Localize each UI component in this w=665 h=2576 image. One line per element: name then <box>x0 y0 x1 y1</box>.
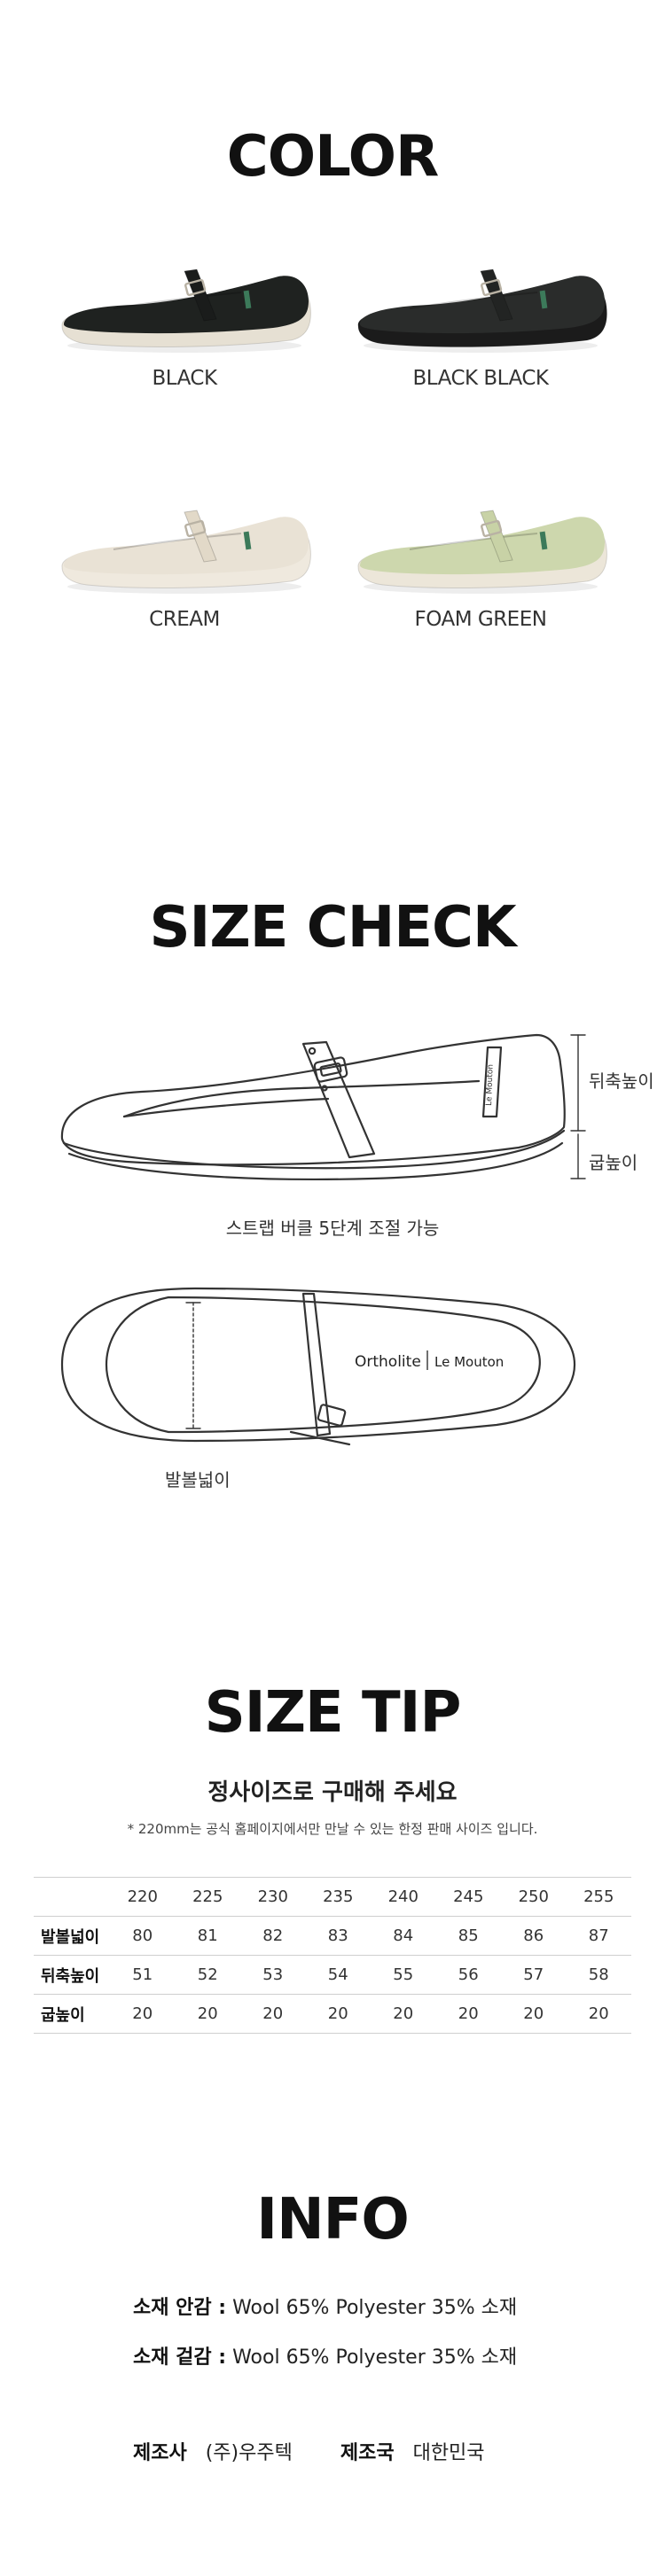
table-cell: 20 <box>110 1994 176 2034</box>
shoe-image-black-black <box>357 268 607 353</box>
table-cell: 20 <box>435 1994 501 2034</box>
table-cell: 83 <box>305 1916 371 1956</box>
maker-label: 제조사 <box>133 2442 187 2464</box>
table-cell: 82 <box>240 1916 306 1956</box>
shoe-topline <box>409 292 538 309</box>
table-cell: 20 <box>240 1994 306 2034</box>
size-check-title: SIZE CHECK <box>149 895 516 961</box>
size-header-cell: 235 <box>305 1877 371 1917</box>
size-header-cell: 255 <box>566 1877 631 1917</box>
size-header-cell: 220 <box>110 1877 176 1917</box>
shoe-buckle <box>481 278 503 297</box>
country-value: 대한민국 <box>412 2442 485 2464</box>
shoe-buckle <box>481 519 503 538</box>
table-cell: 81 <box>175 1916 240 1956</box>
sole-height-label: 굽높이 <box>589 1152 638 1173</box>
size-header-cell: 245 <box>435 1877 501 1917</box>
table-cell: 53 <box>240 1955 306 1995</box>
row-label: 굽높이 <box>34 1994 110 2034</box>
color-label: CREAM <box>149 608 220 631</box>
shoe-tag <box>539 531 548 550</box>
strap-note: 스트랩 버클 5단계 조절 가능 <box>225 1218 440 1239</box>
color-swatch-black[interactable]: BLACK <box>51 237 317 390</box>
shoe-topline <box>409 533 538 550</box>
shoe-upper <box>360 517 605 575</box>
width-label: 발볼넓이 <box>165 1469 231 1490</box>
color-label: BLACK BLACK <box>412 367 550 390</box>
shoe-topline <box>113 533 242 550</box>
table-cell: 20 <box>305 1994 371 2034</box>
table-row: 굽높이 20 20 20 20 20 20 20 20 <box>34 1994 631 2034</box>
shoe-upper <box>360 276 605 334</box>
maker-value: (주)우주텍 <box>205 2442 293 2464</box>
table-cell: 58 <box>566 1955 631 1995</box>
color-swatch-cream[interactable]: CREAM <box>51 479 317 631</box>
info-title: INFO <box>256 2187 410 2253</box>
table-cell: 51 <box>110 1955 176 1995</box>
row-label: 뒤축높이 <box>34 1955 110 1995</box>
shoe-tag <box>243 290 252 309</box>
insole-brand-1: Ortholite <box>355 1353 421 1371</box>
shoe-buckle <box>184 278 207 297</box>
color-label: BLACK <box>152 367 217 390</box>
table-row: 뒤축높이 51 52 53 54 55 56 57 58 <box>34 1955 631 1995</box>
shoe-topline <box>113 292 242 309</box>
size-header-cell: 225 <box>175 1877 240 1917</box>
table-cell: 20 <box>566 1994 631 2034</box>
side-tag-text: Le Mouton <box>485 1064 496 1106</box>
shoe-upper <box>64 517 309 575</box>
table-cell: 84 <box>371 1916 436 1956</box>
size-table: 220 225 230 235 240 245 250 255 발볼넓이 80 … <box>34 1877 631 2034</box>
inner-material-value: Wool 65% Polyester 35% 소재 <box>232 2297 518 2319</box>
color-title: COLOR <box>226 124 440 190</box>
table-cell: 56 <box>435 1955 501 1995</box>
outer-material-value: Wool 65% Polyester 35% 소재 <box>232 2346 518 2369</box>
size-header-blank <box>34 1877 110 1917</box>
country-label: 제조국 <box>340 2442 395 2464</box>
shoe-tag <box>539 290 548 309</box>
inner-material-line: 소재 안감 : Wool 65% Polyester 35% 소재 <box>133 2292 517 2320</box>
outer-material-line: 소재 겉감 : Wool 65% Polyester 35% 소재 <box>133 2341 517 2370</box>
shoe-top-diagram: Ortholite Le Mouton <box>60 1287 576 1446</box>
shoe-buckle <box>184 519 207 538</box>
table-cell: 87 <box>566 1916 631 1956</box>
table-cell: 20 <box>501 1994 567 2034</box>
shoe-image-cream <box>61 510 311 594</box>
color-swatch-foam-green[interactable]: FOAM GREEN <box>348 479 614 631</box>
table-cell: 85 <box>435 1916 501 1956</box>
table-cell: 55 <box>371 1955 436 1995</box>
table-cell: 57 <box>501 1955 567 1995</box>
color-swatch-black-black[interactable]: BLACK BLACK <box>348 237 614 390</box>
table-cell: 52 <box>175 1955 240 1995</box>
table-cell: 54 <box>305 1955 371 1995</box>
table-cell: 20 <box>371 1994 436 2034</box>
size-tip-note: * 220mm는 공식 홈페이지에서만 만날 수 있는 한정 판매 사이즈 입니… <box>127 1821 538 1837</box>
size-header-cell: 250 <box>501 1877 567 1917</box>
heel-height-label: 뒤축높이 <box>589 1070 654 1092</box>
inner-material-label: 소재 안감 : <box>133 2297 227 2319</box>
shoe-image-foam-green <box>357 510 607 594</box>
table-row: 발볼넓이 80 81 82 83 84 85 86 87 <box>34 1916 631 1956</box>
maker-line: 제조사 (주)우주텍 제조국 대한민국 <box>133 2437 485 2465</box>
color-label: FOAM GREEN <box>414 608 547 631</box>
table-cell: 86 <box>501 1916 567 1956</box>
shoe-side-diagram: Le Mouton <box>60 1033 586 1181</box>
shoe-image-black <box>61 268 311 353</box>
row-label: 발볼넓이 <box>34 1916 110 1956</box>
size-tip-subtitle: 정사이즈로 구매해 주세요 <box>207 1779 458 1806</box>
shoe-tag <box>243 531 252 550</box>
size-header-cell: 240 <box>371 1877 436 1917</box>
shoe-upper <box>64 276 309 334</box>
table-cell: 20 <box>175 1994 240 2034</box>
table-cell: 80 <box>110 1916 176 1956</box>
size-header-cell: 230 <box>240 1877 306 1917</box>
size-header-row: 220 225 230 235 240 245 250 255 <box>34 1877 631 1917</box>
outer-material-label: 소재 겉감 : <box>133 2346 227 2369</box>
size-tip-title: SIZE TIP <box>204 1680 462 1746</box>
insole-brand-2: Le Mouton <box>434 1354 504 1370</box>
